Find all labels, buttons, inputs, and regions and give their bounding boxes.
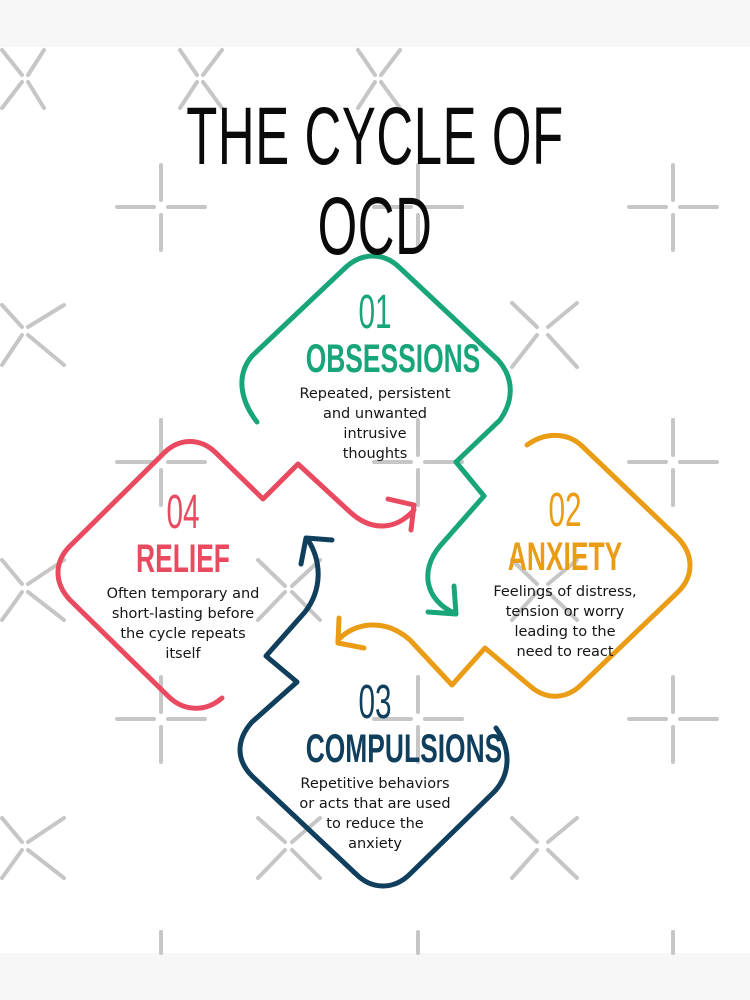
arrow-head-icon [425, 583, 459, 617]
compulsions-path [237, 537, 510, 889]
obsessions-path [239, 253, 513, 617]
page-title: THE CYCLE OF OCD [186, 91, 564, 272]
anxiety-path [335, 432, 693, 699]
bottom-band [0, 953, 750, 1000]
relief-path [55, 439, 417, 711]
step-number: 02 [548, 484, 582, 537]
watermark-plus-icon [115, 163, 719, 955]
step-description: Repetitive behaviors or acts that are us… [299, 776, 451, 852]
top-band [0, 0, 750, 47]
step-description: Feelings of distress, tension or worry l… [493, 584, 637, 660]
step-obsessions: 01 OBSESSIONS Repeated, persistent and u… [270, 288, 480, 464]
arrow-head-icon [385, 496, 417, 533]
step-label: ANXIETY [507, 535, 623, 579]
watermark-x-icon [0, 48, 579, 880]
step-compulsions: 03 COMPULSIONS Repetitive behaviors or a… [270, 676, 503, 854]
step-relief: 04 RELIEF Often temporary and short-last… [78, 488, 288, 664]
arrow-head-icon [335, 615, 367, 651]
step-number: 04 [166, 486, 200, 539]
step-number: 01 [358, 286, 392, 339]
step-description: Often temporary and short-lasting before… [106, 586, 260, 662]
step-label: RELIEF [136, 537, 230, 581]
arrow-head-icon [298, 535, 335, 567]
step-label: OBSESSIONS [305, 337, 481, 381]
step-label: COMPULSIONS [305, 727, 503, 771]
step-description: Repeated, persistent and unwanted intrus… [299, 386, 451, 462]
step-anxiety: 02 ANXIETY Feelings of distress, tension… [460, 486, 670, 662]
step-number: 03 [358, 676, 392, 729]
